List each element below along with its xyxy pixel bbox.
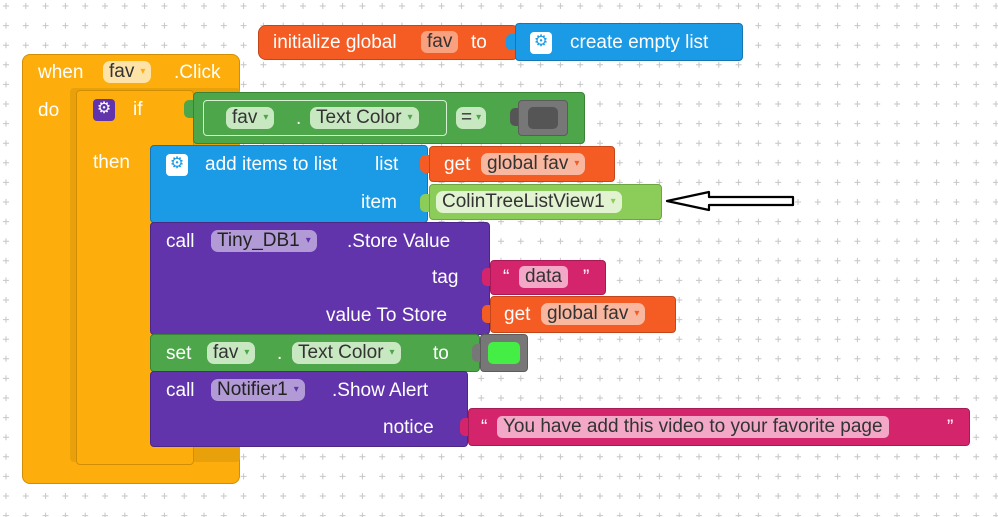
color-dark-gray-block[interactable]: [518, 100, 568, 136]
chevron-down-icon: ▾: [293, 384, 299, 395]
then-label: then: [93, 152, 130, 173]
color-green-block[interactable]: [480, 334, 528, 372]
tag-socket-notch: [482, 268, 492, 286]
chevron-down-icon: ▾: [574, 158, 580, 169]
event-name-label: .Click: [174, 62, 221, 83]
to-label: to: [433, 343, 449, 364]
chevron-down-icon: ▾: [476, 112, 482, 123]
event-component-dropdown[interactable]: fav▾: [103, 61, 152, 84]
do-label: do: [38, 100, 60, 121]
create-empty-list-block[interactable]: ⚙ create empty list: [515, 23, 743, 61]
setter-property-dropdown[interactable]: Text Color▾: [292, 342, 401, 365]
notice-text-field[interactable]: You have add this video to your favorite…: [497, 416, 889, 438]
gear-icon[interactable]: ⚙: [166, 154, 188, 176]
chevron-down-icon: ▾: [263, 112, 269, 123]
value-variable-dropdown[interactable]: global fav▾: [541, 303, 646, 326]
add-items-label: add items to list: [205, 154, 337, 175]
if-socket-notch: [184, 100, 194, 118]
show-alert-block[interactable]: call Notifier1▾ .Show Alert notice: [150, 371, 468, 447]
getter-property-dropdown[interactable]: Text Color▾: [310, 107, 419, 130]
chevron-down-icon: ▾: [407, 112, 413, 123]
to-label: to: [471, 32, 487, 53]
set-socket-notch: [472, 344, 482, 362]
list-variable-dropdown[interactable]: global fav▾: [481, 153, 586, 176]
when-label: when: [38, 62, 84, 83]
get-global-fav-value-block[interactable]: get global fav▾: [490, 296, 676, 333]
getter-dot-label: .: [296, 108, 302, 129]
compare-operator-dropdown[interactable]: =▾: [456, 107, 487, 130]
chevron-down-icon: ▾: [140, 66, 146, 77]
chevron-down-icon: ▾: [610, 196, 616, 207]
compare-right-notch: [510, 108, 520, 126]
notifier-component-dropdown[interactable]: Notifier1▾: [211, 379, 305, 402]
store-value-block[interactable]: call Tiny_DB1▾ .Store Value tag value To…: [150, 222, 490, 335]
list-socket-notch: [420, 155, 430, 173]
close-quote-label: ”: [947, 417, 954, 438]
get-global-fav-block[interactable]: get global fav▾: [429, 146, 615, 182]
add-items-to-list-block[interactable]: ⚙ add items to list list item: [150, 145, 428, 223]
annotation-arrow: [665, 190, 795, 212]
init-socket-notch: [506, 34, 516, 50]
show-alert-method-label: .Show Alert: [332, 380, 429, 401]
if-label: if: [133, 99, 143, 120]
value-socket-label: value To Store: [326, 305, 448, 326]
open-quote-label: “: [481, 417, 488, 438]
chevron-down-icon: ▾: [305, 235, 311, 246]
tag-socket-label: tag: [432, 267, 459, 288]
setter-dot-label: .: [277, 343, 283, 364]
gear-icon[interactable]: ⚙: [530, 32, 552, 54]
notice-socket-label: notice: [383, 417, 434, 438]
chevron-down-icon: ▾: [634, 308, 640, 319]
open-quote-label: “: [503, 267, 510, 288]
listview-component-dropdown[interactable]: ColinTreeListView1▾: [436, 191, 622, 214]
chevron-down-icon: ▾: [389, 347, 395, 358]
item-socket-label: item: [361, 192, 397, 213]
setter-component-dropdown[interactable]: fav▾: [207, 342, 256, 365]
call-label: call: [166, 380, 195, 401]
close-quote-label: ”: [583, 267, 590, 288]
gear-icon[interactable]: ⚙: [93, 99, 115, 121]
set-label: set: [166, 343, 192, 364]
getter-component-dropdown[interactable]: fav▾: [226, 107, 275, 130]
tinydb-component-dropdown[interactable]: Tiny_DB1▾: [211, 230, 317, 253]
initialize-global-block[interactable]: initialize global fav to: [258, 25, 520, 60]
value-socket-notch: [482, 305, 492, 323]
initialize-global-label: initialize global: [273, 32, 397, 53]
tag-text-field[interactable]: data: [519, 266, 568, 288]
set-text-color-block[interactable]: set fav▾ . Text Color▾ to: [150, 334, 480, 372]
chevron-down-icon: ▾: [244, 347, 250, 358]
global-name-field[interactable]: fav: [421, 31, 459, 53]
component-block-listview[interactable]: ColinTreeListView1▾: [429, 184, 662, 220]
create-empty-list-label: create empty list: [570, 32, 709, 53]
color-swatch-dark-gray[interactable]: [528, 107, 558, 129]
item-socket-notch: [420, 194, 430, 212]
list-socket-label: list: [375, 154, 399, 175]
text-block-notice[interactable]: “ You have add this video to your favori…: [468, 408, 970, 446]
get-label: get: [444, 154, 471, 175]
color-swatch-green[interactable]: [488, 342, 520, 364]
text-block-data[interactable]: “ data ”: [490, 260, 606, 295]
notice-socket-notch: [460, 418, 470, 436]
call-label: call: [166, 231, 195, 252]
store-value-method-label: .Store Value: [347, 231, 451, 252]
get-label: get: [504, 304, 531, 325]
text-color-getter-block[interactable]: fav▾ . Text Color▾: [203, 100, 447, 136]
